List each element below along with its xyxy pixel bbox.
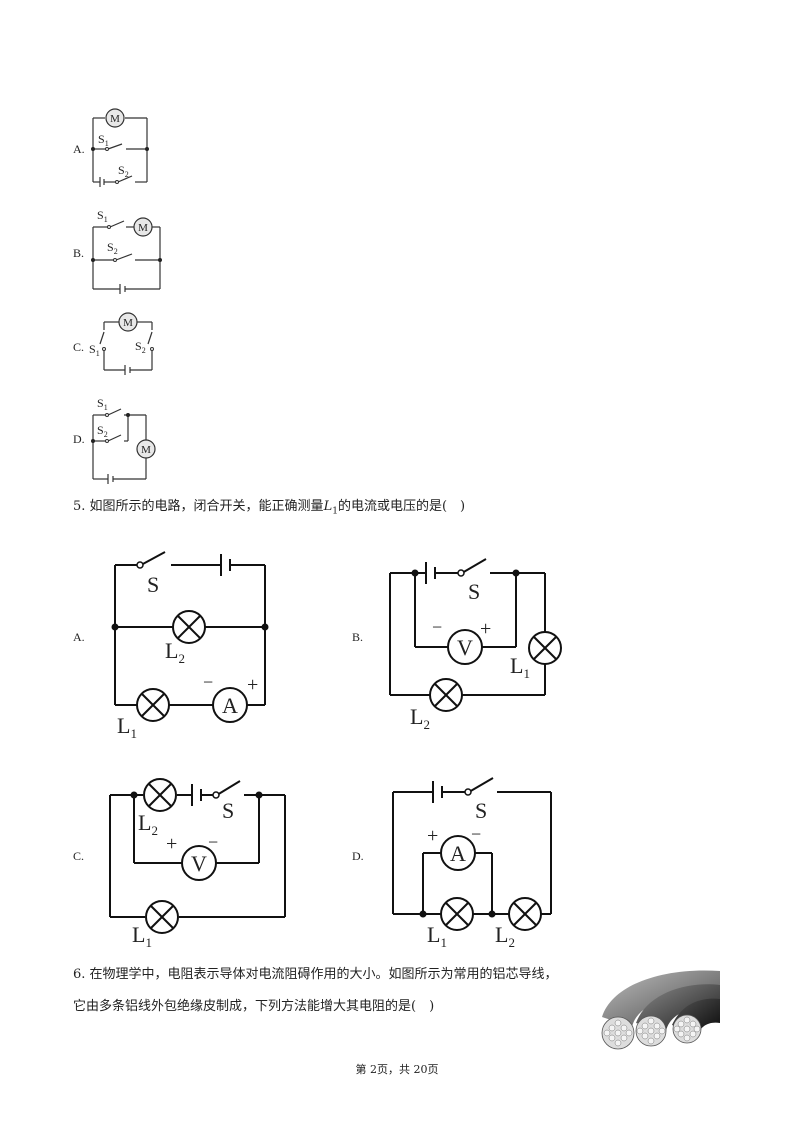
voltmeter-icon <box>181 845 217 881</box>
q5-option-c-circuit: V L2 S + − L1 <box>109 778 286 950</box>
ammeter-icon <box>440 835 476 871</box>
q4-option-c-label: C. <box>73 340 85 354</box>
svg-text:−: − <box>471 824 481 844</box>
svg-text:S: S <box>147 572 159 597</box>
lamp-icon <box>508 897 542 931</box>
motor-icon <box>118 312 138 332</box>
svg-text:M: M <box>110 113 120 125</box>
svg-text:S: S <box>475 798 487 823</box>
svg-text:L1: L1 <box>117 713 137 741</box>
motor-icon <box>133 217 153 237</box>
lamp-icon <box>429 678 463 712</box>
q4-option-d-circuit: M S1 S2 <box>91 396 156 484</box>
q4-option-a-label: A. <box>73 142 85 156</box>
aluminum-cable-image <box>601 970 720 1050</box>
svg-text:S: S <box>222 798 234 823</box>
svg-text:L2: L2 <box>138 810 158 838</box>
svg-text:V: V <box>191 851 207 876</box>
question-6-line-1: 6. 在物理学中，电阻表示导体对电流阻碍作用的大小。如图所示为常用的铝芯导线， <box>73 966 558 984</box>
svg-text:S1: S1 <box>97 208 108 224</box>
svg-text:S2: S2 <box>135 339 146 355</box>
svg-text:M: M <box>123 317 133 329</box>
svg-text:+: + <box>166 833 177 855</box>
svg-text:S2: S2 <box>97 423 108 439</box>
q5-option-d-circuit: A S + − L1 L2 <box>392 777 552 950</box>
svg-text:V: V <box>457 635 473 660</box>
q5-option-a-label: A. <box>73 630 85 644</box>
q4-option-c-circuit: M S1 S2 <box>89 312 154 375</box>
svg-text:M: M <box>141 444 151 456</box>
svg-text:L1: L1 <box>427 922 447 950</box>
q5-option-b-label: B. <box>352 630 364 644</box>
svg-text:S1: S1 <box>97 396 108 412</box>
svg-text:+: + <box>247 674 258 696</box>
svg-text:S1: S1 <box>89 342 100 358</box>
svg-text:S: S <box>468 579 480 604</box>
svg-text:+: + <box>427 825 438 847</box>
svg-text:S1: S1 <box>98 132 109 148</box>
lamp-icon <box>528 631 562 665</box>
svg-text:+: + <box>480 618 491 640</box>
q5-option-b-circuit: V S − + L1 L2 <box>389 558 562 732</box>
question-number: 5. <box>73 499 86 514</box>
svg-text:L2: L2 <box>410 704 430 732</box>
q4-option-b-label: B. <box>73 246 85 260</box>
question-5-var-sub: 1 <box>332 506 338 517</box>
svg-text:−: − <box>203 672 213 692</box>
motor-icon <box>136 439 156 459</box>
lamp-icon <box>143 778 177 812</box>
lamp-icon <box>136 688 170 722</box>
q4-option-b-circuit: M S1 S2 <box>91 208 162 294</box>
ammeter-icon <box>212 687 248 723</box>
question-5-var: L <box>323 499 333 514</box>
q5-option-c-label: C. <box>73 849 85 863</box>
question-number: 6. <box>73 967 86 982</box>
motor-icon <box>105 108 125 128</box>
svg-text:A: A <box>450 841 466 866</box>
svg-text:S2: S2 <box>118 163 129 179</box>
svg-text:M: M <box>138 222 148 234</box>
question-5-text-before: 如图所示的电路，闭合开关，能正确测量 <box>89 499 324 514</box>
lamp-icon <box>172 610 206 644</box>
q4-option-a-circuit: M S1 S2 <box>91 108 149 187</box>
svg-text:L1: L1 <box>132 922 152 950</box>
svg-text:L1: L1 <box>510 653 530 681</box>
question-6-text-1: 在物理学中，电阻表示导体对电流阻碍作用的大小。如图所示为常用的铝芯导线， <box>89 967 558 982</box>
svg-text:L2: L2 <box>495 922 515 950</box>
lamp-icon <box>145 900 179 934</box>
lamp-icon <box>440 897 474 931</box>
svg-text:S2: S2 <box>107 240 118 256</box>
q5-option-d-label: D. <box>352 849 364 863</box>
q5-option-a-circuit: A S L2 L1 − + <box>111 551 269 741</box>
question-6-line-2: 它由多条铝线外包绝缘皮制成，下列方法能增大其电阻的是( ) <box>73 999 435 1014</box>
voltmeter-icon <box>447 629 483 665</box>
page-footer: 第 2页，共 20页 <box>355 1063 439 1076</box>
q4-option-d-label: D. <box>73 432 85 446</box>
svg-text:−: − <box>208 832 218 852</box>
question-5-stem: 5. 如图所示的电路，闭合开关，能正确测量L1的电流或电压的是( ) <box>73 498 465 521</box>
svg-text:A: A <box>222 693 238 718</box>
question-5-text-after: 的电流或电压的是( ) <box>337 499 466 514</box>
svg-text:L2: L2 <box>165 638 185 666</box>
svg-text:−: − <box>432 617 442 637</box>
